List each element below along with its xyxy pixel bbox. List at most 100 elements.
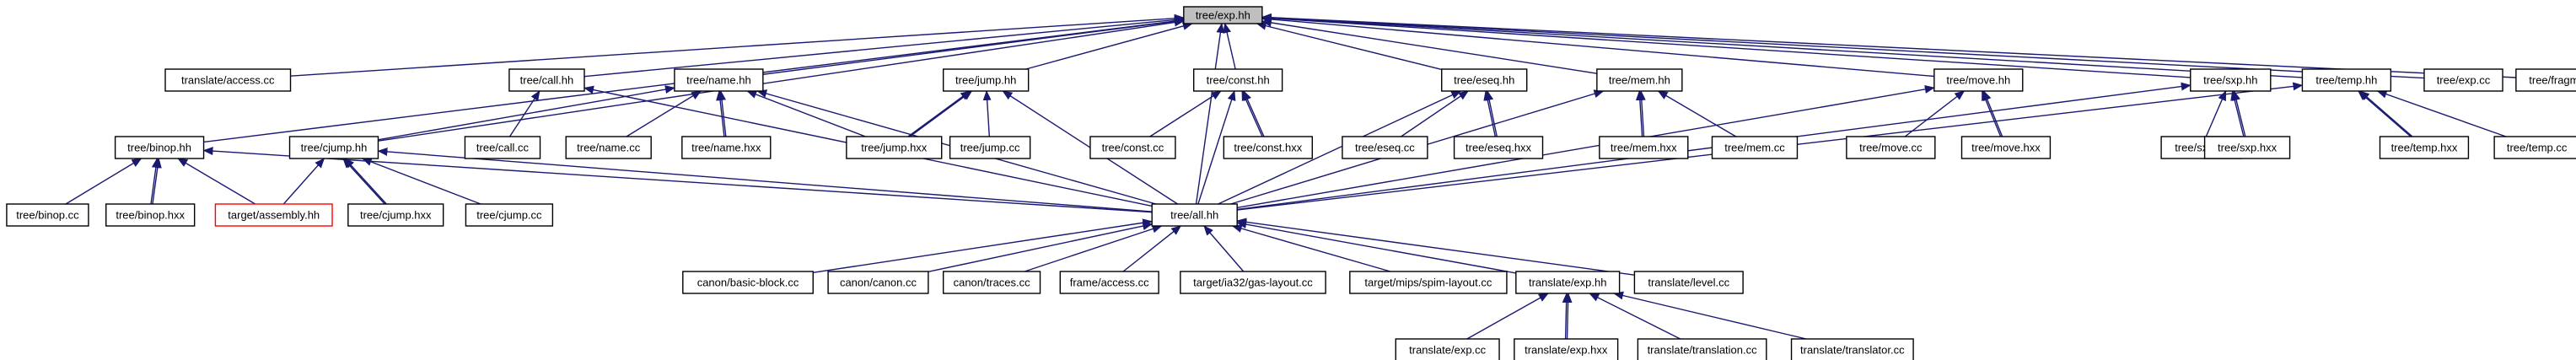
node-label: tree/temp.cc bbox=[2507, 142, 2568, 154]
edge-temp_hxx-to-temp_hh-0 bbox=[2358, 90, 2412, 137]
node-const-hxx[interactable]: tree/const.hxx bbox=[1223, 136, 1313, 159]
node-box bbox=[949, 136, 1031, 159]
node-const-cc[interactable]: tree/const.cc bbox=[1089, 136, 1176, 159]
edge-mem_hxx-to-mem_hh-1 bbox=[1637, 90, 1646, 137]
node-binop-hxx[interactable]: tree/binop.hxx bbox=[105, 203, 196, 227]
node-label: tree/binop.cc bbox=[16, 209, 79, 222]
node-name-hxx[interactable]: tree/name.hxx bbox=[681, 136, 772, 159]
node-sxp-hh[interactable]: tree/sxp.hh bbox=[2190, 68, 2272, 92]
node-box bbox=[214, 203, 333, 227]
edge-jump_hxx-to-jump_hh-1 bbox=[909, 90, 973, 137]
node-box bbox=[674, 68, 764, 92]
node-name-hh[interactable]: tree/name.hh bbox=[674, 68, 764, 92]
edge-move_hxx-to-move_hh-1 bbox=[1982, 90, 2003, 137]
node-const-hh[interactable]: tree/const.hh bbox=[1192, 68, 1283, 92]
node-exp-hh[interactable]: tree/exp.hh bbox=[1183, 6, 1263, 24]
node-box bbox=[1599, 136, 1689, 159]
node-label: target/ia32/gas-layout.cc bbox=[1193, 277, 1313, 289]
node-call-hh[interactable]: tree/call.hh bbox=[508, 68, 585, 92]
node-label: tree/exp.cc bbox=[2437, 74, 2491, 87]
edge-basic_block-to-all_hh bbox=[813, 218, 1154, 274]
node-mem-cc[interactable]: tree/mem.cc bbox=[1711, 136, 1799, 159]
node-temp-hxx[interactable]: tree/temp.hxx bbox=[2379, 136, 2470, 159]
node-tr-level[interactable]: translate/level.cc bbox=[1633, 271, 1744, 294]
node-binop-cc[interactable]: tree/binop.cc bbox=[6, 203, 89, 227]
edge-move_hh-to-exp_hh bbox=[1261, 14, 1934, 78]
node-all-hh[interactable]: tree/all.hh bbox=[1151, 203, 1238, 227]
node-jump-cc[interactable]: tree/jump.cc bbox=[949, 136, 1031, 159]
node-label: tree/jump.cc bbox=[960, 142, 1020, 154]
node-temp-hh[interactable]: tree/temp.hh bbox=[2301, 68, 2392, 92]
node-move-hxx[interactable]: tree/move.hxx bbox=[1960, 136, 2052, 159]
node-cjump-cc[interactable]: tree/cjump.cc bbox=[465, 203, 554, 227]
node-box bbox=[1515, 271, 1621, 294]
edge-name_cc-to-name_hh bbox=[626, 90, 702, 137]
edge-eseq_hxx-to-eseq_hh-1 bbox=[1485, 90, 1498, 137]
node-tr-translation[interactable]: translate/translation.cc bbox=[1637, 338, 1767, 360]
node-name-cc[interactable]: tree/name.cc bbox=[565, 136, 652, 159]
edge-eseq_hxx-to-eseq_hh-0 bbox=[1483, 90, 1497, 137]
node-box bbox=[682, 271, 814, 294]
node-label: tree/move.hh bbox=[1946, 74, 2010, 87]
node-label: frame/access.cc bbox=[1070, 277, 1149, 289]
node-label: tree/const.hh bbox=[1207, 74, 1270, 87]
node-temp-cc[interactable]: tree/temp.cc bbox=[2493, 136, 2576, 159]
node-exp-cc[interactable]: tree/exp.cc bbox=[2423, 68, 2503, 92]
node-binop-hh[interactable]: tree/binop.hh bbox=[114, 136, 205, 159]
edge-assembly_hh-to-cjump_hh bbox=[282, 158, 325, 205]
node-fragment-cc[interactable]: tree/fragment.cc bbox=[2515, 68, 2576, 92]
node-box bbox=[1192, 68, 1283, 92]
node-cjump-hh[interactable]: tree/cjump.hh bbox=[288, 136, 379, 159]
node-label: canon/canon.cc bbox=[840, 277, 917, 289]
node-tr-translator[interactable]: translate/translator.cc bbox=[1790, 338, 1914, 360]
edge-sxp_cc-to-sxp_hh bbox=[2205, 90, 2227, 137]
edge-tr_exp_hxx-to-tr_exp_hh-0 bbox=[1562, 293, 1571, 340]
node-move-hh[interactable]: tree/move.hh bbox=[1933, 68, 2024, 92]
edge-cjump_hh-to-name_hh bbox=[378, 85, 675, 141]
node-move-cc[interactable]: tree/move.cc bbox=[1846, 136, 1936, 159]
node-label: tree/sxp.hxx bbox=[2218, 142, 2278, 154]
node-mem-hh[interactable]: tree/mem.hh bbox=[1596, 68, 1683, 92]
node-basic-block[interactable]: canon/basic-block.cc bbox=[682, 271, 814, 294]
node-tr-access[interactable]: translate/access.cc bbox=[164, 68, 292, 92]
node-jump-hh[interactable]: tree/jump.hh bbox=[942, 68, 1030, 92]
node-tr-exp-cc[interactable]: translate/exp.cc bbox=[1395, 338, 1500, 360]
node-sxp-hxx[interactable]: tree/sxp.hxx bbox=[2203, 136, 2291, 159]
node-box bbox=[105, 203, 196, 227]
node-box bbox=[1596, 68, 1683, 92]
node-canon-cc[interactable]: canon/canon.cc bbox=[827, 271, 929, 294]
node-box bbox=[1633, 271, 1744, 294]
node-box bbox=[2203, 136, 2291, 159]
node-label: tree/const.hxx bbox=[1234, 142, 1302, 154]
node-spim-layout[interactable]: target/mips/spim-layout.cc bbox=[1349, 271, 1508, 294]
node-label: translate/level.cc bbox=[1648, 277, 1729, 289]
node-frame-access[interactable]: frame/access.cc bbox=[1059, 271, 1159, 294]
node-eseq-cc[interactable]: tree/eseq.cc bbox=[1342, 136, 1428, 159]
node-box bbox=[114, 136, 205, 159]
node-call-cc[interactable]: tree/call.cc bbox=[464, 136, 541, 159]
edge-traces_cc-to-all_hh bbox=[1024, 224, 1163, 272]
edge-fragment_cc-to-exp_hh bbox=[1261, 13, 2516, 78]
node-traces-cc[interactable]: canon/traces.cc bbox=[942, 271, 1041, 294]
node-gas-layout[interactable]: target/ia32/gas-layout.cc bbox=[1180, 271, 1326, 294]
node-eseq-hxx[interactable]: tree/eseq.hxx bbox=[1453, 136, 1544, 159]
node-box bbox=[1183, 6, 1263, 24]
edge-all_hh-to-eseq_hh bbox=[1218, 90, 1462, 205]
node-jump-hxx[interactable]: tree/jump.hxx bbox=[846, 136, 943, 159]
node-assembly-hh[interactable]: target/assembly.hh bbox=[214, 203, 333, 227]
node-mem-hxx[interactable]: tree/mem.hxx bbox=[1599, 136, 1689, 159]
node-label: tree/eseq.hxx bbox=[1465, 142, 1532, 154]
edge-cjump_cc-to-cjump_hh bbox=[361, 158, 481, 205]
node-label: tree/temp.hh bbox=[2315, 74, 2377, 87]
edge-binop_hxx-to-binop_hh-1 bbox=[152, 158, 162, 205]
edge-canon_cc-to-all_hh bbox=[928, 222, 1154, 273]
node-label: translate/access.cc bbox=[181, 74, 275, 87]
node-box bbox=[2301, 68, 2392, 92]
node-tr-exp-hh[interactable]: translate/exp.hh bbox=[1515, 271, 1621, 294]
nodes-layer: tree/exp.hh translate/access.cc tree/call.… bbox=[6, 6, 2576, 360]
node-eseq-hh[interactable]: tree/eseq.hh bbox=[1441, 68, 1528, 92]
node-cjump-hxx[interactable]: tree/cjump.hxx bbox=[347, 203, 444, 227]
node-tr-exp-hxx[interactable]: translate/exp.hxx bbox=[1514, 338, 1619, 360]
node-box bbox=[1180, 271, 1326, 294]
